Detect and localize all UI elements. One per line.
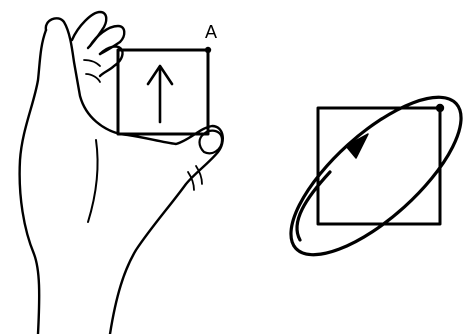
orbit-square	[318, 108, 440, 224]
orbit-ellipse	[268, 73, 466, 280]
point-a-dot	[205, 47, 211, 53]
hand-holding-square-icon: A	[20, 12, 223, 334]
hand-outline	[20, 12, 223, 334]
point-a-label: A	[205, 22, 217, 42]
held-square	[118, 50, 208, 134]
arrow-up-icon	[148, 66, 172, 122]
square-with-elliptical-orbit-icon	[268, 73, 466, 280]
orbit-corner-dot	[436, 104, 444, 112]
